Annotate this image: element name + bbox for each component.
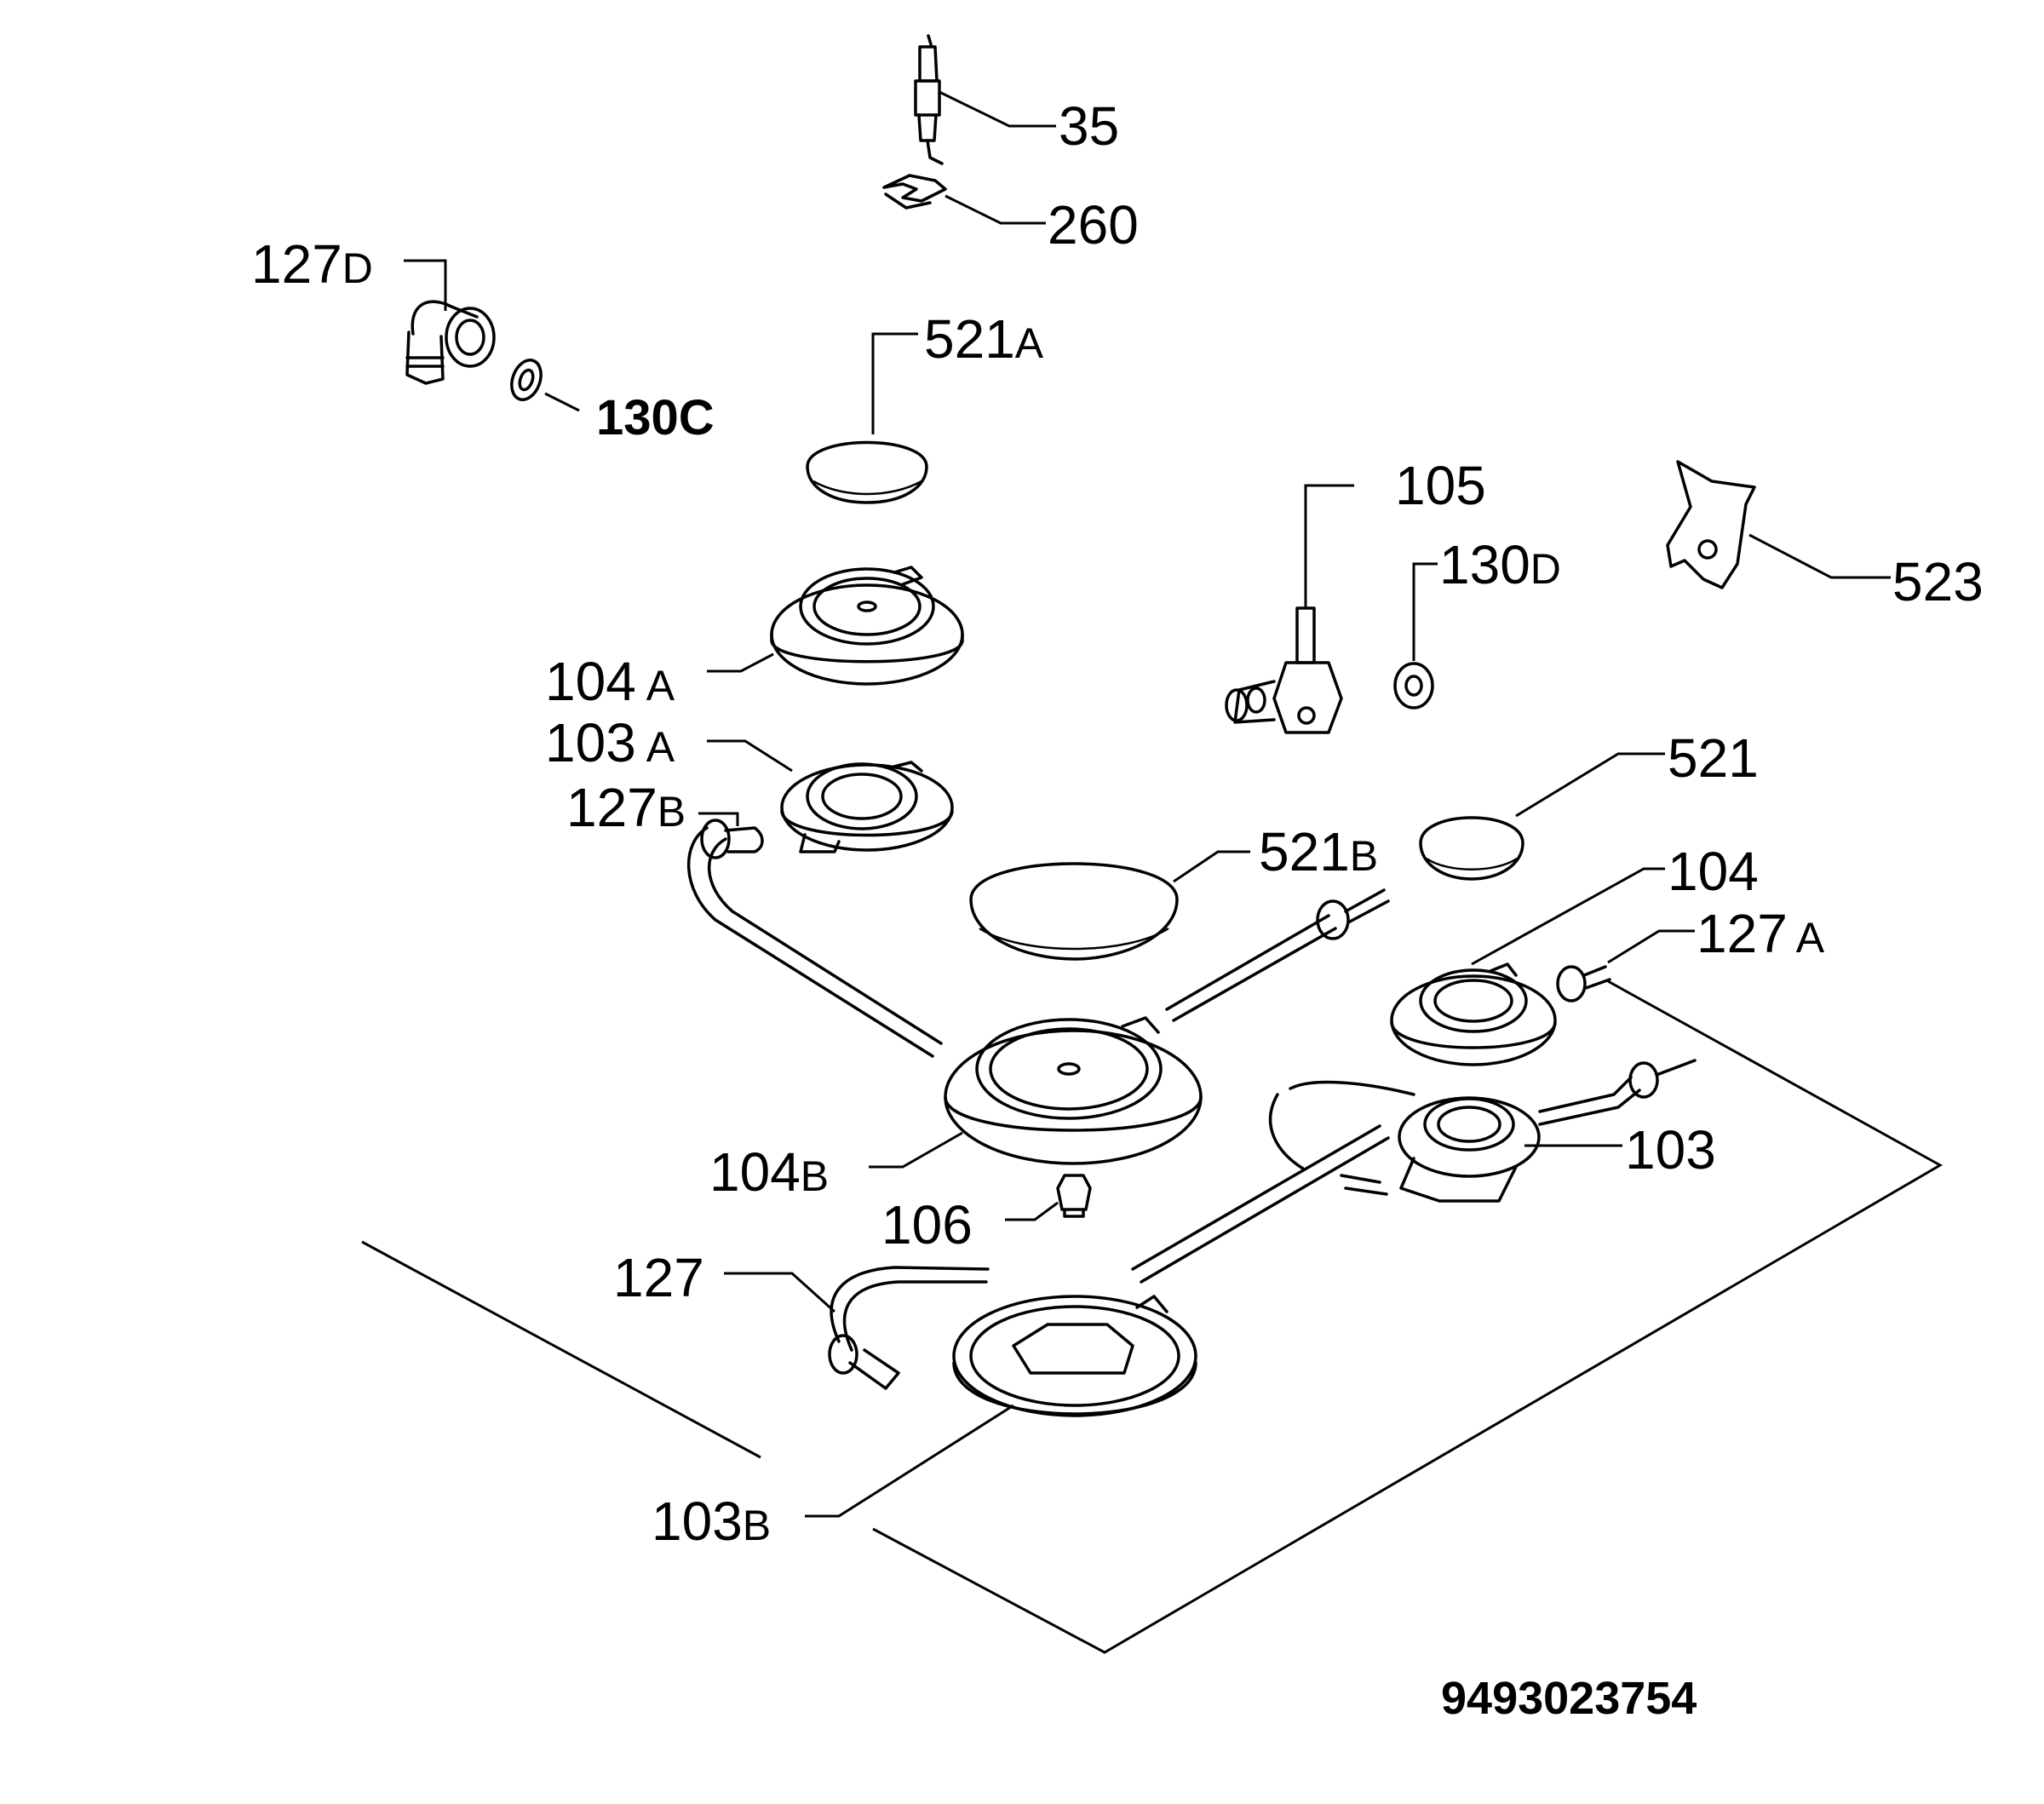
label-127b: 127B (566, 777, 686, 838)
label-104: 104 (1668, 841, 1759, 902)
burner-body-103b-part (805, 1124, 1390, 1518)
support-bracket-part (1666, 460, 1891, 589)
label-103b-suffix: B (743, 1502, 771, 1549)
label-104b-suffix: B (801, 1152, 829, 1200)
burner-head-104b-part (869, 1016, 1203, 1169)
label-104a-number: 104 (545, 651, 636, 712)
burner-head-104a-part (707, 566, 964, 686)
label-130c: 130C (596, 390, 715, 445)
burner-cap-521b-part (969, 850, 1250, 961)
burner-body-103a-part (707, 739, 954, 853)
washer-130d-part (1393, 562, 1438, 710)
label-104b: 104B (709, 1141, 829, 1203)
label-130d: 130D (1439, 534, 1561, 595)
label-106: 106 (881, 1194, 973, 1255)
label-127a-suffix: A (1796, 914, 1825, 962)
label-35: 35 (1059, 95, 1119, 157)
label-521b-number: 521 (1259, 821, 1350, 882)
document-number: 9493023754 (1441, 1673, 1697, 1724)
label-260: 260 (1048, 194, 1139, 256)
label-130d-suffix: D (1530, 545, 1561, 593)
label-127d: 127D (251, 233, 373, 295)
label-521a-suffix: A (1015, 319, 1044, 367)
label-127b-number: 127 (566, 777, 657, 838)
label-103: 103 (1625, 1119, 1716, 1181)
burner-cap-521-part (1419, 752, 1665, 881)
label-521b: 521B (1259, 821, 1378, 882)
burner-cap-521a-part (806, 332, 928, 504)
label-521a: 521A (924, 308, 1044, 370)
label-104a-suffix: A (646, 662, 675, 710)
hob-plate-outline (361, 980, 1944, 1654)
label-104b-number: 104 (709, 1141, 801, 1203)
burner-head-104-part (1390, 867, 1665, 1066)
gas-valve-part (1225, 484, 1354, 734)
label-103b-number: 103 (652, 1491, 743, 1552)
label-523: 523 (1892, 551, 1984, 612)
pipe-127b-part (687, 812, 943, 1058)
label-103a-suffix: A (646, 723, 675, 771)
pipe-127a-part (1165, 888, 1695, 1022)
pipe-127-part (724, 1266, 990, 1390)
injector-part (1005, 1174, 1092, 1221)
label-130d-number: 130 (1439, 534, 1530, 595)
label-103a-number: 103 (545, 712, 636, 773)
ignition-electrode-part (914, 34, 1056, 165)
label-127b-suffix: B (657, 788, 686, 836)
label-127: 127 (613, 1247, 704, 1308)
label-521b-suffix: B (1350, 832, 1378, 880)
label-103b: 103B (652, 1491, 771, 1552)
label-127d-suffix: D (342, 244, 373, 292)
label-127a-number: 127 (1697, 903, 1788, 964)
label-521: 521 (1668, 727, 1759, 789)
washer-130c-part (510, 359, 580, 412)
elbow-connector-part (404, 259, 496, 385)
label-127d-number: 127 (251, 233, 342, 295)
label-105: 105 (1395, 455, 1486, 516)
electrode-clip-part (882, 174, 1046, 225)
label-521a-number: 521 (924, 308, 1015, 370)
burner-body-103-part (1268, 1059, 1697, 1203)
